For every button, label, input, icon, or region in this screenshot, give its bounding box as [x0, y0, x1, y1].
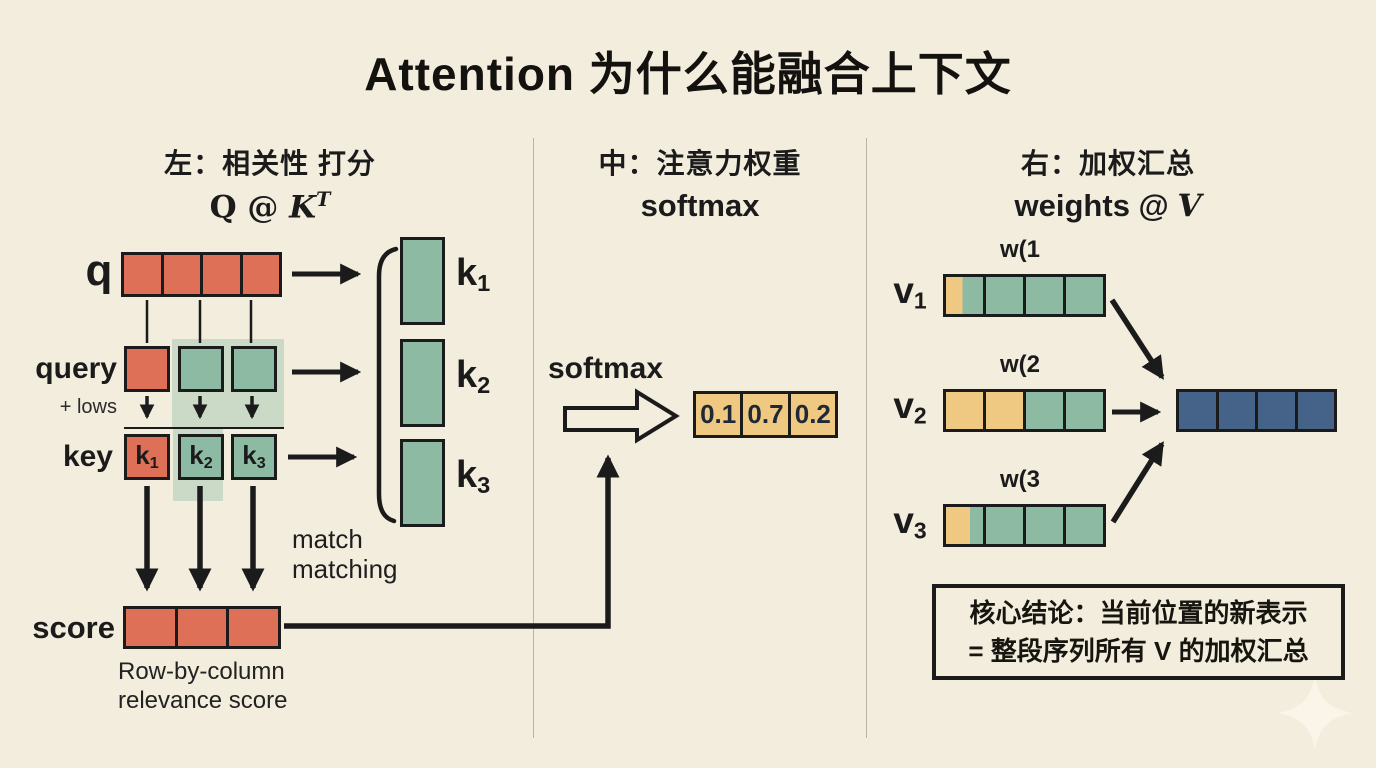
sparkle-icon — [1278, 676, 1352, 750]
formula-pre: Q @ — [209, 189, 290, 226]
vector-cell — [1215, 392, 1255, 429]
w3-label: w(3 — [1000, 466, 1041, 493]
vector-cell — [124, 255, 161, 294]
w2-label: w(2 — [1000, 351, 1041, 378]
vector-cell — [226, 609, 279, 646]
vector-cell — [946, 277, 983, 314]
k3-vector-label: k3 — [456, 454, 491, 498]
score-label: score — [32, 610, 115, 645]
score-caption: Row-by-column relevance score — [118, 658, 287, 715]
v1-vector — [943, 274, 1106, 317]
vector-cell — [200, 255, 240, 294]
vector-cell — [1063, 392, 1103, 429]
conclusion-line1: 核心结论：当前位置的新表示 — [969, 598, 1308, 628]
vector-cell — [1255, 392, 1295, 429]
right-header-text: 右：加权汇总 — [1020, 148, 1195, 179]
v2-vector — [943, 389, 1106, 432]
plus-lows-label: + lows — [59, 396, 117, 418]
key-cell-label: k1 — [135, 440, 159, 473]
middle-header-text: 中：注意力权重 — [598, 148, 802, 179]
key-cell-k3: k3 — [231, 434, 277, 480]
formula-pre: weights @ — [1014, 188, 1178, 223]
left-column-header: 左：相关性 打分 Q @ KT — [90, 142, 450, 225]
formula-sup: T — [316, 188, 331, 211]
query-label: query — [35, 352, 117, 385]
vector-cell — [1179, 392, 1216, 429]
vector-cell — [174, 609, 227, 646]
left-header-formula: Q @ KT — [90, 188, 450, 225]
k-bracket — [376, 246, 399, 524]
query-cell-2 — [178, 346, 224, 392]
key-cell-k1: k1 — [124, 434, 170, 480]
vector-cell — [983, 392, 1023, 429]
key-cell-k2: k2 — [178, 434, 224, 480]
softmax-label: softmax — [548, 352, 664, 385]
page-title: Attention 为什么能融合上下文 — [364, 48, 1012, 100]
q-vector — [121, 252, 282, 297]
vector-cell — [160, 255, 200, 294]
conclusion-box: 核心结论：当前位置的新表示 = 整段序列所有 V 的加权汇总 — [932, 584, 1345, 680]
v1-label: v1 — [893, 270, 927, 314]
vector-cell — [983, 277, 1023, 314]
weight-cell: 0.2 — [787, 394, 835, 435]
k2-vector — [400, 339, 445, 427]
weight-cell: 0.7 — [740, 394, 788, 435]
score-to-softmax-connector — [284, 454, 620, 629]
match-caption-line1: match — [292, 524, 363, 554]
score-vector — [123, 606, 281, 649]
k2-vector-label: k2 — [456, 354, 491, 398]
right-column-header: 右：加权汇总 weights @ V — [928, 142, 1288, 224]
query-cell-3 — [231, 346, 277, 392]
conclusion-line2: = 整段序列所有 V 的加权汇总 — [968, 636, 1309, 666]
k1-vector — [400, 237, 445, 325]
formula-var: V — [1177, 188, 1202, 224]
vector-cell — [1023, 277, 1063, 314]
v3-label: v3 — [893, 500, 927, 544]
key-label: key — [62, 440, 113, 473]
arrow-v1-result — [1109, 298, 1165, 380]
vector-cell — [946, 392, 983, 429]
key-cell-label: k3 — [242, 440, 266, 473]
match-caption-line2: matching — [292, 554, 398, 584]
middle-header-formula: softmax — [640, 188, 760, 223]
key-cell-label: k2 — [189, 440, 213, 473]
vector-cell — [946, 507, 983, 544]
vector-cell — [1063, 507, 1103, 544]
score-caption-line2: relevance score — [118, 686, 288, 714]
query-cell-1 — [124, 346, 170, 392]
score-caption-line1: Row-by-column — [118, 658, 285, 685]
q-label: q — [85, 246, 113, 295]
vector-cell — [1294, 392, 1334, 429]
divider-middle-right — [866, 138, 867, 738]
vector-cell — [126, 609, 175, 646]
match-caption: match matching — [292, 524, 398, 584]
vector-cell — [1063, 277, 1103, 314]
softmax-block-arrow — [563, 388, 680, 444]
attention-weights-vector: 0.1 0.7 0.2 — [693, 391, 838, 438]
weight-cell: 0.1 — [696, 394, 741, 435]
middle-column-header: 中：注意力权重 softmax — [520, 142, 880, 224]
k1-vector-label: k1 — [456, 252, 491, 296]
v3-vector — [943, 504, 1106, 547]
right-header-formula: weights @ V — [928, 188, 1288, 224]
vector-cell — [983, 507, 1023, 544]
k3-vector — [400, 439, 445, 527]
w1-label: w(1 — [1000, 236, 1041, 263]
left-header-text: 左：相关性 打分 — [164, 148, 376, 179]
result-vector — [1176, 389, 1337, 432]
formula-var: K — [289, 189, 317, 226]
vector-cell — [239, 255, 279, 294]
v2-label: v2 — [893, 385, 927, 429]
vector-cell — [1023, 507, 1063, 544]
vector-cell — [1023, 392, 1063, 429]
divider-left-middle — [533, 138, 534, 738]
arrow-v3-result — [1110, 441, 1165, 524]
